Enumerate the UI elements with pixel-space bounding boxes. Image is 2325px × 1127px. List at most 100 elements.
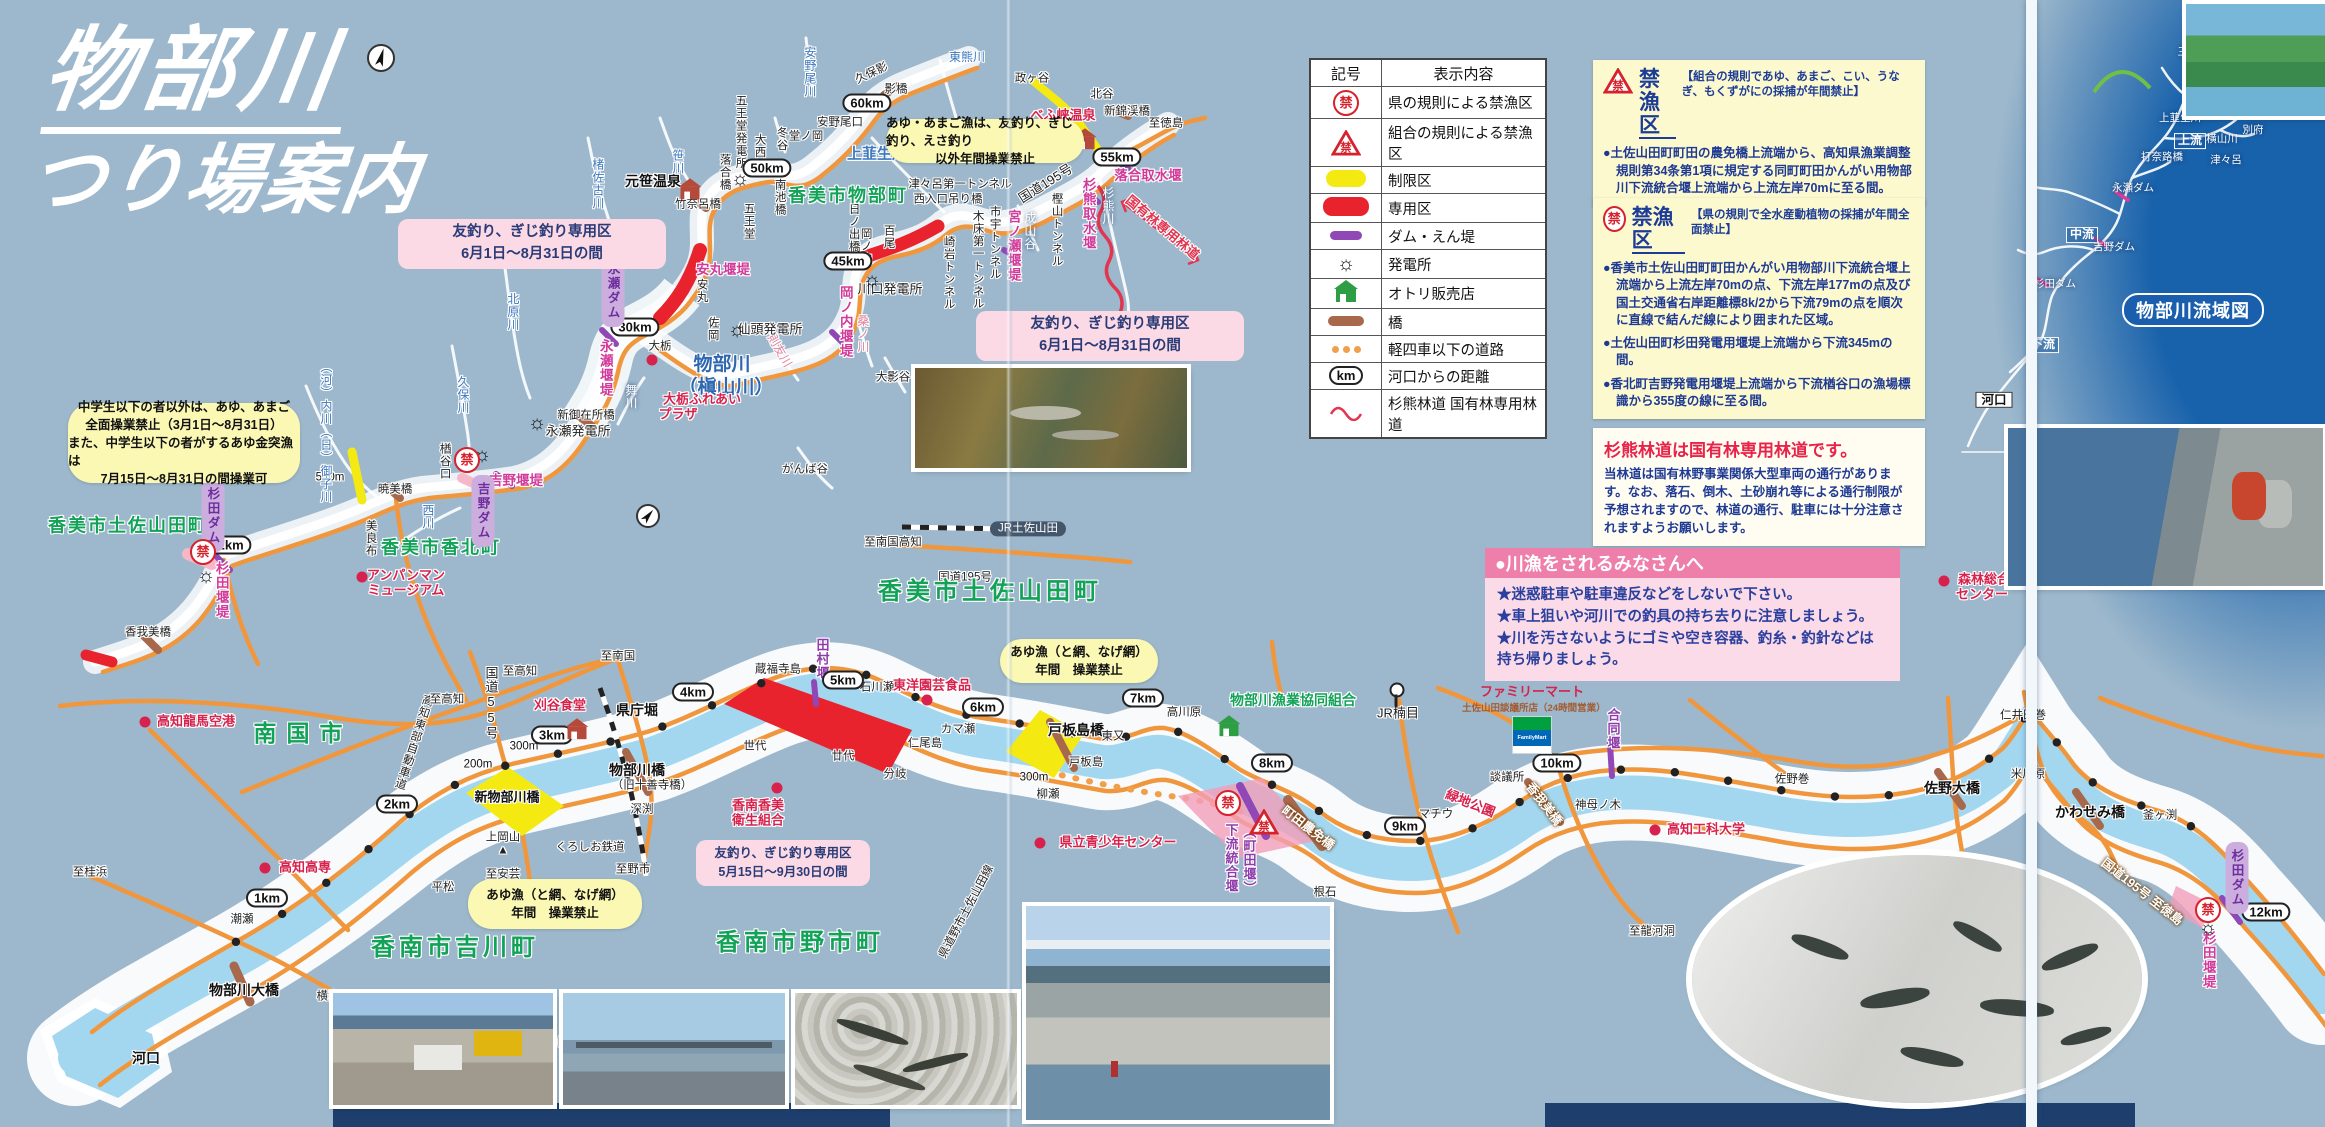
map-label: 戸板島 xyxy=(1068,756,1104,769)
legend-label: 制限区 xyxy=(1381,166,1547,194)
familymart-logo-green-bar xyxy=(1513,717,1551,730)
poi-dot xyxy=(1938,575,1950,587)
bottom-photo-strip xyxy=(333,1103,890,1127)
map-label: 市宇トンネル xyxy=(988,205,1001,281)
map-label: 物部川 xyxy=(693,354,751,376)
map-label: 高知龍馬空港 xyxy=(156,713,236,729)
legend-row: ☼発電所 xyxy=(1309,249,1547,279)
river-mark-dot xyxy=(1515,797,1524,807)
map-label: 西入口吊り橋 xyxy=(913,193,983,206)
balloon-line: 中学生以下の者以外は、あゆ、あまご xyxy=(77,399,291,414)
no-fishing-triangle-icon: 禁 xyxy=(1602,67,1634,94)
title-underline xyxy=(40,126,342,134)
map-label: 吉野堰堤 xyxy=(489,473,543,489)
map-label: 落合取水堰 xyxy=(1114,168,1182,184)
map-label: 香南市吉川町 xyxy=(371,934,539,962)
map-label: 津々呂第一トンネル xyxy=(908,178,1012,191)
map-label: 廿代 xyxy=(831,750,855,763)
map-label: 河口 xyxy=(132,1049,160,1066)
zone-period-line: 友釣り、ぎじ釣り専用区 xyxy=(714,846,852,861)
map-label: 至高知 xyxy=(502,665,538,678)
no-fishing-circle-icon: 禁 xyxy=(1603,206,1626,232)
power-plant-icon: ☼ xyxy=(862,269,882,291)
gear-icon: ☼ xyxy=(1309,249,1382,279)
map-label: 落合橋 xyxy=(718,153,731,191)
map-label: がんば谷 xyxy=(782,463,828,476)
river-manner-item: ★迷惑駐車や駐車違反などをしないで下さい。 xyxy=(1497,587,1802,603)
river-mark-dot xyxy=(322,878,331,888)
pill-yellow-icon xyxy=(1309,166,1382,194)
map-label: 潮瀬 xyxy=(230,913,254,926)
map-label: 仁井田巻 xyxy=(2000,709,2046,722)
legend-label: 河口からの距離 xyxy=(1381,362,1547,390)
notice-item: ●香美市土佐山田町町田かんがい用物部川下流統合堰上流端から上流左岸70mの点、下… xyxy=(1603,261,1911,327)
map-label: 大栃 xyxy=(648,340,672,353)
map-label: カマ瀬 xyxy=(940,723,976,736)
rule-balloon: あゆ・あまご漁は、友釣り、ぎじ釣り、えさ釣り以外年間操業禁止 xyxy=(886,116,1084,166)
map-label: 香南香美 xyxy=(731,797,785,813)
map-label: 衛生組合 xyxy=(731,812,785,828)
map-label: 永瀬発電所 xyxy=(545,423,611,439)
map-label: 釜ヶ渕 xyxy=(2142,809,2178,822)
map-label: 香美市香北町 xyxy=(381,537,501,558)
river-mark-dot xyxy=(2137,801,2146,810)
map-label: 仁尾島 xyxy=(907,737,943,750)
km-icon: km xyxy=(1309,362,1382,390)
map-label: 政ヶ谷 xyxy=(1014,72,1050,85)
map-label: 成山谷 xyxy=(1022,211,1037,251)
balloon-line: 全面操業禁止（3月1日～8月31日） xyxy=(85,417,283,432)
map-label: 河口 xyxy=(1975,391,2013,409)
map-label: 香我美橋 xyxy=(1523,779,1566,828)
rule-balloon: あゆ漁（と網、なげ網）年間 操業禁止 xyxy=(468,879,642,929)
zone-period-line: 友釣り、ぎじ釣り専用区 xyxy=(452,224,612,241)
map-label: 佐岡 xyxy=(706,316,719,342)
forest-road-body: 当林道は国有林野事業関係大型車両の通行があります。なお、落石、倒木、土砂崩れ等に… xyxy=(1604,467,1904,536)
map-label: 打奈路橋 xyxy=(2141,150,2183,163)
map-label: 国有林専用林道 xyxy=(1122,192,1203,263)
map-label: 安野尾口 xyxy=(817,116,863,129)
map-label: ▲ xyxy=(497,844,509,857)
river-mark-dot xyxy=(658,722,667,731)
legend-label: オトリ販売店 xyxy=(1381,278,1547,309)
map-label: 楮佐古川 xyxy=(590,158,605,210)
km-distance-marker: 12km xyxy=(2241,902,2291,922)
map-label: 高知東部自動車道 xyxy=(392,692,435,792)
river-mark-dot xyxy=(707,701,717,710)
river-mark-dot xyxy=(1616,765,1626,774)
legend-header-content: 表示内容 xyxy=(1381,58,1547,87)
photo-fish-school xyxy=(1692,855,2142,1103)
no-fishing-circle-icon: 禁 xyxy=(2195,897,2221,923)
legend-label: ダム・えん堤 xyxy=(1381,222,1547,250)
familymart-branch: 土佐山田談議所店（24時間営業） xyxy=(1462,703,1606,714)
map-label: 香美市土佐山田町 xyxy=(878,578,1102,606)
map-label: 300m xyxy=(509,740,539,753)
photo-anglers-bank xyxy=(2008,428,2323,586)
river-mark-dot xyxy=(1267,780,1277,789)
map-label: 楢谷口 xyxy=(438,442,451,480)
map-label: センター xyxy=(1955,586,2009,602)
map-label: 新御在所橋 xyxy=(557,409,615,422)
legend-row: ダム・えん堤 xyxy=(1309,222,1547,250)
dots-icon xyxy=(1309,335,1382,363)
map-label: 冬谷 xyxy=(775,126,788,152)
map-label: 世代 xyxy=(743,740,767,753)
map-label: マチウ xyxy=(1418,808,1454,821)
map-label: 杉田ダム xyxy=(2034,277,2076,290)
map-label: 至野市 xyxy=(615,863,651,876)
kin-circle-icon: 禁 xyxy=(1309,86,1382,119)
notice-ban-pref: 禁 禁漁区 【県の規則で全水産動植物の採捕が年間全面禁止】 ●香美市土佐山田町町… xyxy=(1593,198,1925,420)
map-label: 大栃ふれあい xyxy=(662,391,742,407)
map-label: 中流 xyxy=(2065,227,2099,243)
title-block: 物部川 つり場案内 xyxy=(24,16,442,224)
river-mark-dot xyxy=(2186,822,2196,831)
map-label: 石川瀬 xyxy=(859,681,895,694)
map-label: プラザ xyxy=(658,406,698,422)
map-label: 東洋園芸食品 xyxy=(892,677,972,693)
photo-stream-fish xyxy=(915,368,1187,468)
map-label: 津々呂 xyxy=(2210,153,2242,166)
balloon-line: 年間 操業禁止 xyxy=(511,906,599,920)
map-label: 安野尾川 xyxy=(802,46,817,98)
river-mark-dot xyxy=(1937,779,1946,788)
